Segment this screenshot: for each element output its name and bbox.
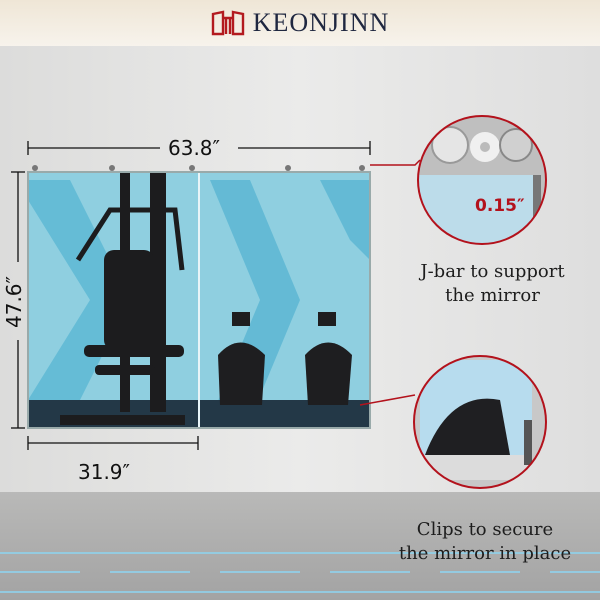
mirror (27, 165, 371, 429)
clip-detail-circle (414, 356, 546, 488)
brand-name: KEONJINN (252, 8, 390, 37)
caption-line: J-bar to support (420, 261, 565, 282)
panel-width-dimension-label: 31.9″ (78, 460, 131, 484)
ellipticals (218, 312, 352, 405)
caption-line: Clips to secure (416, 519, 554, 540)
j-bar-thickness-label: 0.15″ (475, 196, 525, 216)
floor (0, 492, 600, 600)
dimension-lines (11, 141, 371, 450)
floor-light-lines (0, 552, 600, 593)
clips-caption: Clips to secure the mirror in place (385, 518, 585, 566)
keonjinn-logo-icon (211, 10, 244, 36)
caption-line: the mirror in place (398, 543, 572, 564)
j-bar-detail-circle (418, 116, 546, 244)
caption-line: the mirror (445, 285, 540, 306)
callout-connector (370, 159, 421, 166)
height-dimension-label: 47.6″ (2, 275, 27, 329)
j-bar-caption: J-bar to support the mirror (400, 260, 585, 308)
brand-header: KEONJINN (0, 0, 600, 46)
gym-machine (60, 172, 185, 425)
width-dimension-label: 63.8″ (168, 136, 221, 160)
